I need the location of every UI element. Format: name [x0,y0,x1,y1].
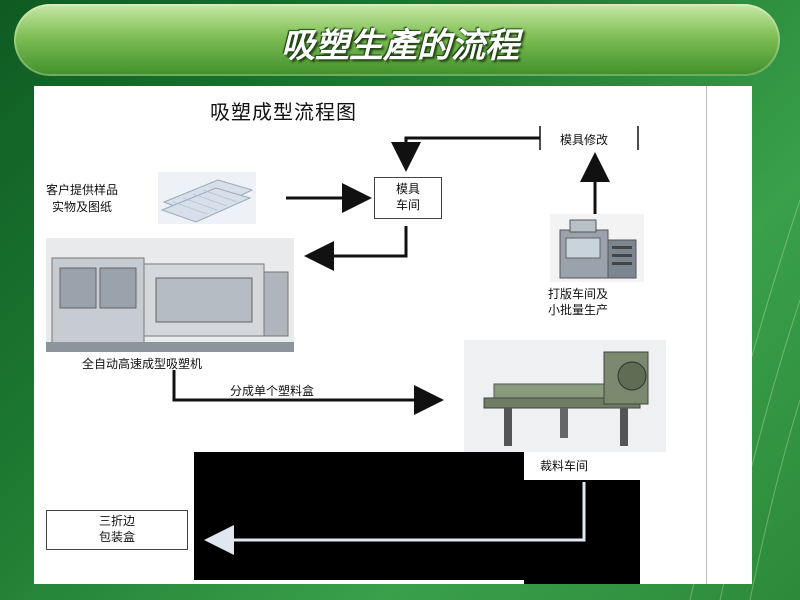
fold-box-box: 三折边 包装盒 [46,510,188,550]
arrow-forming-to-cutting [172,370,444,415]
slide-title: 吸塑生產的流程 [281,26,519,66]
fold-box-label-1: 三折边 [98,514,135,528]
diagram-canvas: 吸塑成型流程图 客户提供样品 实物及图纸 模具 车间 模具修改 [34,86,752,584]
cutting-machine-image [464,340,666,452]
arrow-mold-to-forming [304,226,408,271]
customer-samples-label-1: 客户提供样品 [46,183,119,197]
cutting-workshop-label: 裁料车间 [540,459,589,473]
proto-workshop-label-2: 小批量生产 [548,303,609,317]
flow-arrows [172,126,639,555]
arrow-modify-to-mold [391,136,540,172]
canvas-divider [706,86,707,584]
forming-machine-image [46,238,294,352]
proto-workshop-label-1: 打版车间及 [548,287,609,301]
customer-samples-label-2: 实物及图纸 [52,200,113,214]
mold-workshop-label-1: 模具 [395,182,420,196]
arrow-cutting-to-fold [204,482,586,555]
mold-workshop-label-2: 车间 [395,198,420,212]
fold-box-label-2: 包装盒 [98,530,135,544]
redacted-area-left [194,452,524,580]
forming-machine-label: 全自动高速成型吸塑机 [82,357,203,371]
redacted-area-right [524,480,640,584]
sample-trays-image [158,172,256,224]
mold-modify-label: 模具修改 [560,133,609,147]
mold-workshop-box: 模具 车间 [374,177,442,219]
proto-machine-image [550,214,644,282]
split-boxes-label: 分成单个塑料盒 [230,384,315,398]
title-bar [14,4,780,76]
diagram-title: 吸塑成型流程图 [210,100,357,124]
